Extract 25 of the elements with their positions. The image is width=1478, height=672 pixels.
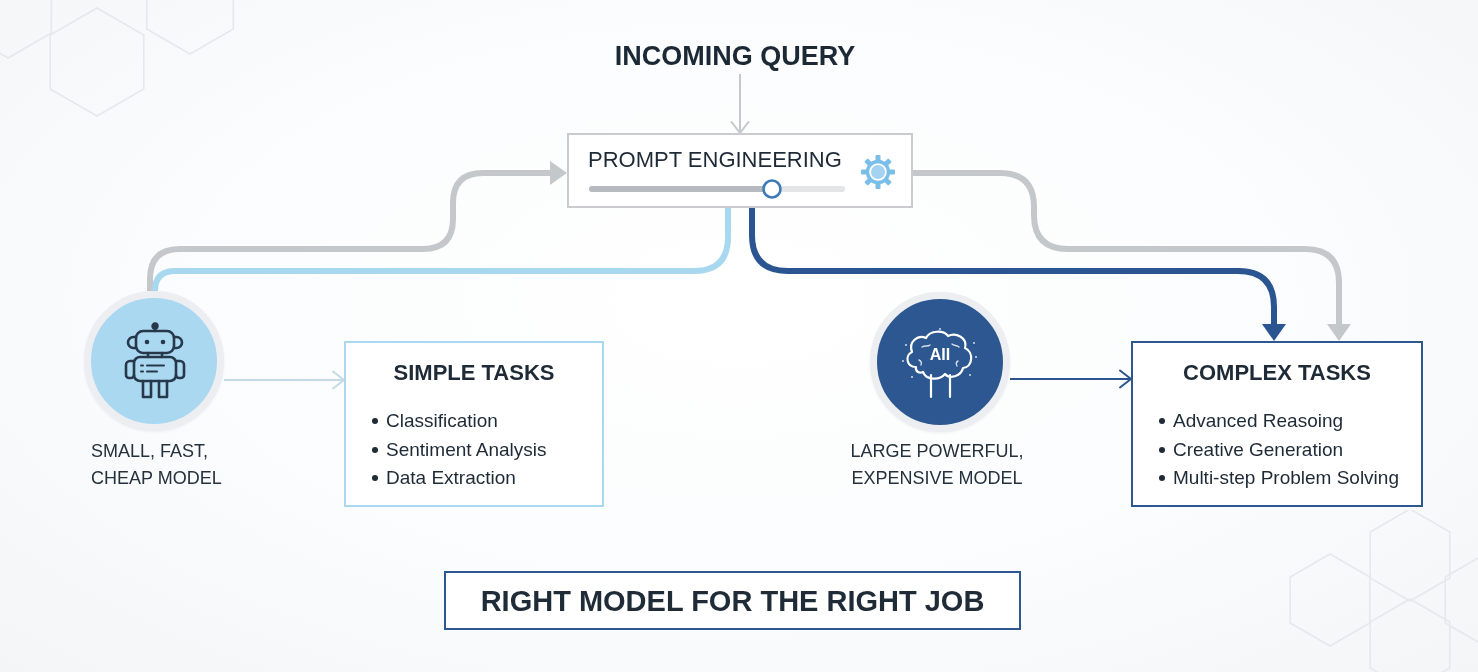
bullet-item: Data Extraction [371,464,547,493]
bullet-item: Multi-step Problem Solving [1158,464,1399,493]
box-heading: COMPLEX TASKS [1182,359,1372,387]
flow-arrow [223,370,345,390]
box-heading: SIMPLE TASKS [392,359,556,387]
banner-text: RIGHT MODEL FOR THE RIGHT JOB [480,583,985,619]
flow-arrow [147,161,567,291]
heading-text: INCOMING QUERY [590,38,880,74]
flow-arrow [749,208,1286,341]
banner-box [444,571,1021,630]
model-caption: SMALL, FAST, CHEAP MODEL [91,440,223,490]
flow-arrow [1009,369,1132,389]
flow-arrow [730,73,750,134]
process-box [567,133,913,208]
bullet-item: Creative Generation [1158,435,1399,464]
model-caption: LARGE POWERFUL, EXPENSIVE MODEL [849,440,1025,490]
bullet-item: Advanced Reasoing [1158,407,1399,436]
task-box [344,341,604,507]
connector-line [152,208,731,294]
icon-label: AII [928,345,952,365]
box-title: PROMPT ENGINEERING [588,146,842,174]
bullet-item: Classification [371,407,547,436]
bullet-item: Sentiment Analysis [371,435,547,464]
task-box [1131,341,1423,507]
flow-arrow [913,170,1351,341]
